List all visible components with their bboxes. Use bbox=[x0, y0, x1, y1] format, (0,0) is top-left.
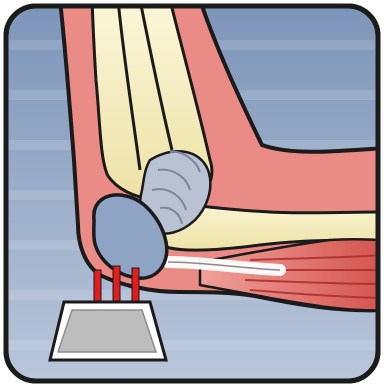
surface-pad bbox=[50, 302, 166, 360]
